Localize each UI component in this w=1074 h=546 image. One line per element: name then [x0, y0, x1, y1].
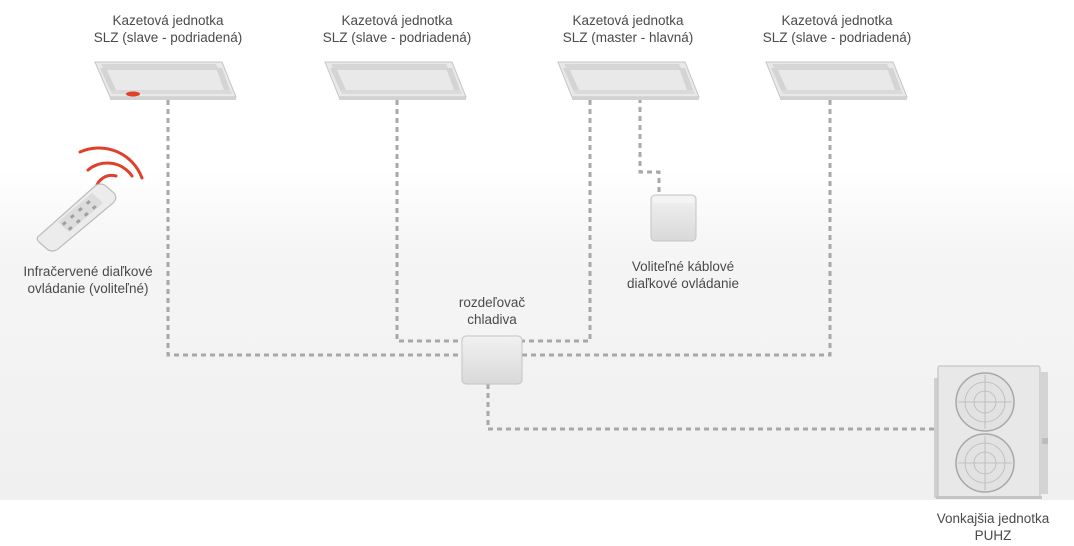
distributor-label: rozdeľovač chladiva	[430, 294, 554, 328]
wired-remote-label: Voliteľné káblové diaľkové ovládanie	[598, 258, 768, 292]
cassette-unit-4	[765, 61, 908, 100]
pipe-outdoor	[486, 384, 950, 431]
ir-receiver-indicator	[126, 91, 140, 97]
cassette-unit-1	[94, 61, 237, 100]
cassette-unit-2	[324, 61, 467, 100]
unit-4-label-line1: Kazetová jednotka	[781, 13, 893, 28]
distributor-label-line1: rozdeľovač	[458, 295, 526, 310]
distributor-label-line2: chladiva	[467, 312, 517, 327]
pipe-unit-4	[522, 100, 832, 357]
refrigerant-pipes	[166, 98, 950, 431]
outdoor-unit-label: Vonkajšia jednotka PUHZ	[918, 510, 1068, 544]
unit-2-label-line1: Kazetová jednotka	[341, 13, 453, 28]
unit-1-label: Kazetová jednotka SLZ (slave - podriaden…	[68, 12, 268, 46]
wired-remote-label-line2: diaľkové ovládanie	[626, 276, 739, 291]
unit-1-label-line2: SLZ (slave - podriadená)	[93, 30, 243, 45]
ir-remote-label: Infračervené diaľkové ovládanie (voliteľ…	[0, 263, 176, 297]
unit-4-label: Kazetová jednotka SLZ (slave - podriaden…	[737, 12, 937, 46]
unit-1-label-line1: Kazetová jednotka	[112, 13, 224, 28]
outdoor-unit-label-line1: Vonkajšia jednotka	[936, 511, 1050, 526]
unit-3-label-line1: Kazetová jednotka	[572, 13, 684, 28]
ir-remote-label-line2: ovládanie (voliteľné)	[27, 281, 149, 296]
cassette-unit-3	[557, 61, 700, 100]
floor-shading	[0, 170, 1074, 500]
unit-2-label: Kazetová jednotka SLZ (slave - podriaden…	[297, 12, 497, 46]
unit-2-label-line2: SLZ (slave - podriadená)	[322, 30, 472, 45]
ir-remote-label-line1: Infračervené diaľkové	[23, 264, 153, 279]
unit-3-label-line2: SLZ (master - hlavná)	[562, 30, 694, 45]
unit-4-label-line2: SLZ (slave - podriadená)	[762, 30, 912, 45]
ir-remote-icon	[36, 183, 117, 252]
unit-3-label: Kazetová jednotka SLZ (master - hlavná)	[528, 12, 728, 46]
refrigerant-distributor-box	[461, 335, 523, 385]
wired-remote-icon	[650, 194, 697, 242]
outdoor-unit-icon	[934, 365, 1048, 499]
outdoor-unit-label-line2: PUHZ	[974, 528, 1012, 543]
wire-wired-remote	[638, 98, 661, 195]
pipe-unit-1	[166, 100, 462, 357]
wired-remote-label-line1: Voliteľné káblové	[631, 259, 735, 274]
